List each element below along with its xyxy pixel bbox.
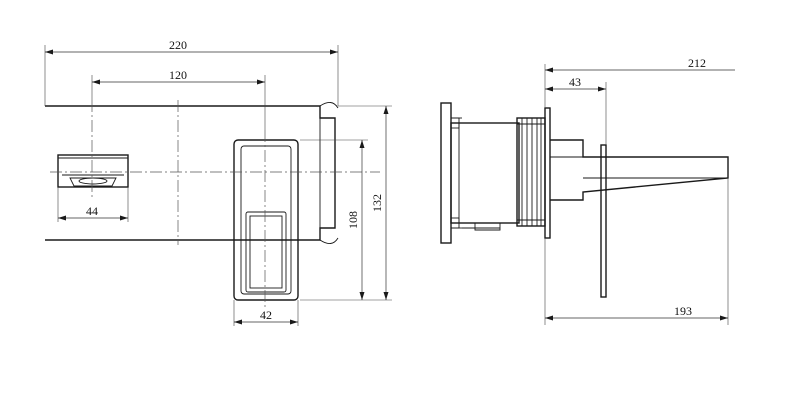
dim-overall-width: 220: [45, 38, 338, 55]
dim-handle-width: 42: [234, 308, 298, 325]
side-handle: [600, 144, 607, 298]
side-view: 212 43 193: [440, 56, 735, 325]
valve-body: [450, 122, 520, 231]
dim-label-120: 120: [169, 68, 187, 82]
spout-outlet: [57, 154, 129, 188]
dim-label-132: 132: [370, 194, 384, 212]
front-extension-lines: [44, 45, 392, 326]
dim-label-42: 42: [260, 308, 272, 322]
centerlines: [50, 100, 380, 310]
dim-label-193: 193: [674, 304, 692, 318]
dim-label-108: 108: [346, 211, 360, 229]
dim-label-44: 44: [86, 204, 98, 218]
dim-spout-width: 44: [58, 204, 128, 221]
side-spout: [550, 139, 729, 201]
dim-label-220: 220: [169, 38, 187, 52]
dim-label-43: 43: [569, 75, 581, 89]
wall-plate: [45, 102, 339, 244]
flange-plate: [544, 107, 551, 239]
handle-lever: [233, 139, 299, 301]
dim-plate-height: 132: [370, 106, 389, 300]
threaded-cartridge: [516, 117, 546, 227]
dim-body-depth: 43: [545, 75, 606, 92]
front-view: 220 120 44 42 108: [44, 38, 392, 326]
side-extension-lines: [544, 64, 729, 325]
dim-spout-reach: 193: [545, 304, 728, 321]
dim-spout-to-handle: 120: [92, 68, 265, 85]
dim-overall-depth: 212: [545, 56, 735, 73]
dim-handle-height: 108: [346, 140, 365, 300]
dim-label-212: 212: [688, 56, 706, 70]
